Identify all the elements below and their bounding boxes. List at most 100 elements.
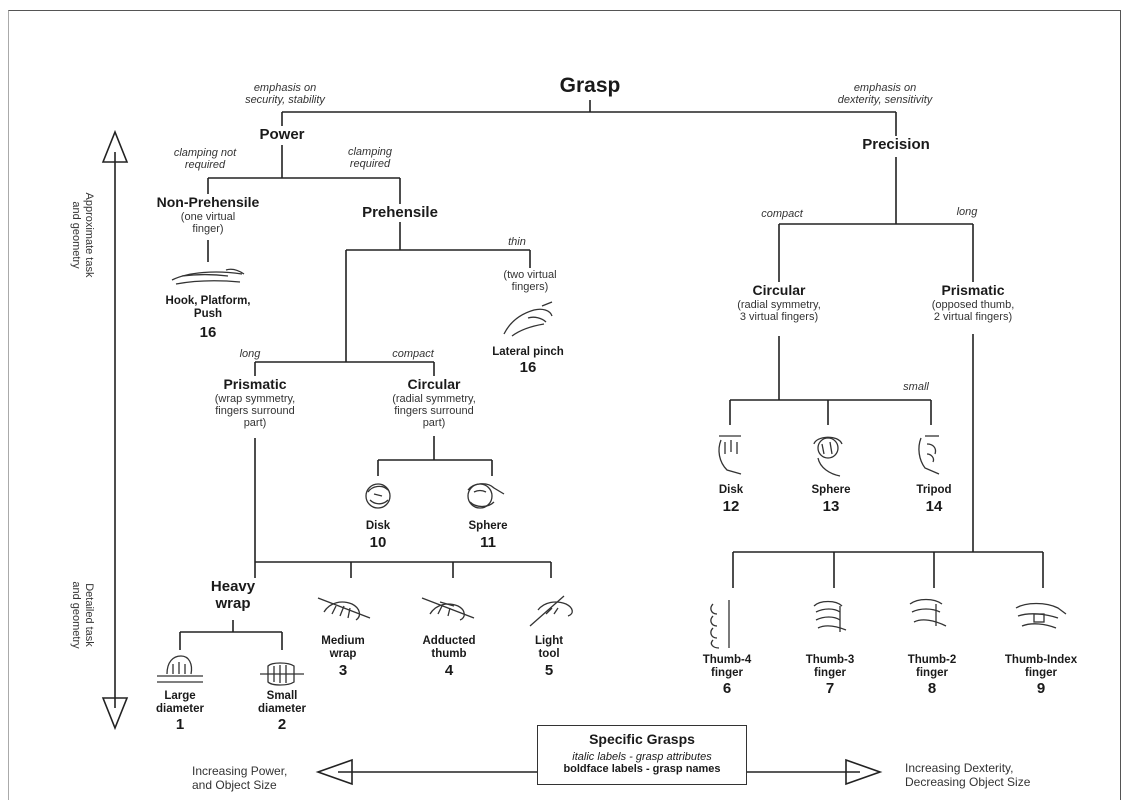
grasp-small-diameter-number: 2 <box>277 716 287 733</box>
grasp-precision-disk-number: 12 <box>722 498 740 515</box>
grasp-power-sphere-name: Sphere <box>468 520 508 532</box>
grasp-medium-wrap-name-line2: wrap <box>329 647 357 660</box>
attr-power-emphasis: emphasis on security, stability <box>245 82 325 107</box>
thumb-4-finger-hand-icon <box>707 596 737 652</box>
node-precision-prismatic-desc-2: 2 virtual fingers) <box>933 310 1013 323</box>
node-precision-title: Precision <box>862 136 930 153</box>
grasp-large-diameter-name-line2: diameter <box>156 702 204 715</box>
attr-precision-emphasis: emphasis on dexterity, sensitivity <box>838 82 933 107</box>
attr-power-emphasis-line2: security, stability <box>245 94 325 107</box>
grasp-thumb-index-finger-name: Thumb-Index finger <box>1005 654 1077 680</box>
light-tool-hand-icon <box>524 592 580 628</box>
attr-clamping-required-line2: required <box>349 158 391 171</box>
grasp-thumb-3-finger-name-line2: finger <box>814 666 846 679</box>
node-power-circular-desc-3: part) <box>422 417 446 430</box>
node-power-prismatic-title: Prismatic <box>223 376 287 392</box>
tripod-hand-icon <box>913 432 947 478</box>
attr-clamping-required-line1: clamping <box>347 146 393 158</box>
grasp-adducted-thumb-name: Adducted thumb <box>422 635 475 661</box>
large-diameter-hand-icon <box>155 652 205 688</box>
grasp-power-disk-name: Disk <box>365 520 391 532</box>
grasp-precision-sphere-number: 13 <box>822 498 840 515</box>
node-power-circular-desc-2: fingers surround <box>394 404 474 417</box>
grasp-root-title: Grasp <box>559 74 621 97</box>
grasp-hook-name: Hook, Platform, Push <box>166 295 251 321</box>
grasp-tripod-number: 14 <box>925 498 943 515</box>
grasp-adducted-thumb-number: 4 <box>444 662 454 679</box>
grasp-light-tool-number: 5 <box>544 662 554 679</box>
horizontal-axis-right-line1: Increasing Dexterity, <box>905 761 1014 775</box>
node-precision-prismatic: Prismatic (opposed thumb, 2 virtual fing… <box>932 282 1015 323</box>
node-heavy-wrap-line2: wrap <box>215 594 251 612</box>
horizontal-axis-left-line1: Increasing Power, <box>192 764 288 778</box>
vertical-axis-bottom-label: Detailed task and geometry <box>65 565 95 665</box>
attr-small: small <box>903 381 929 393</box>
node-precision-circular-desc-2: 3 virtual fingers) <box>739 310 819 323</box>
node-power-prismatic-desc-2: fingers surround <box>215 404 295 417</box>
horizontal-axis-right-label: Increasing Dexterity, Decreasing Object … <box>905 761 1030 790</box>
grasp-thumb-2-finger-name-line2: finger <box>916 666 948 679</box>
grasp-medium-wrap-number: 3 <box>338 662 348 679</box>
grasp-medium-wrap-name-line1: Medium <box>321 635 365 647</box>
grasp-adducted-thumb-name-line1: Adducted <box>422 635 476 647</box>
attr-power-emphasis-line1: emphasis on <box>253 82 317 94</box>
grasp-thumb-3-finger-name-line1: Thumb-3 <box>805 654 855 666</box>
grasp-thumb-2-finger-name-line1: Thumb-2 <box>907 654 957 666</box>
grasp-large-diameter-name: Large diameter <box>156 690 204 716</box>
node-power-prismatic: Prismatic (wrap symmetry, fingers surrou… <box>215 376 295 430</box>
grasp-thumb-4-finger-name: Thumb-4 finger <box>703 654 752 680</box>
node-heavy-wrap: Heavy wrap <box>210 578 256 613</box>
power-disk-hand-icon <box>360 478 396 514</box>
node-nonprehensile: Non-Prehensile (one virtual finger) <box>156 194 260 235</box>
node-nonprehensile-desc-1: (one virtual <box>180 210 236 223</box>
vertical-axis-top-label: Approximate task and geometry <box>65 185 95 285</box>
node-power-circular-title: Circular <box>407 376 461 392</box>
node-two-virtual-fingers-line1: (two virtual <box>503 269 557 281</box>
node-two-virtual-fingers-line2: fingers) <box>511 281 549 294</box>
node-power-circular-desc-1: (radial symmetry, <box>392 392 476 405</box>
node-heavy-wrap-line1: Heavy <box>210 578 256 595</box>
attr-long-precision: long <box>956 206 978 218</box>
grasp-thumb-index-finger-number: 9 <box>1036 680 1046 697</box>
horizontal-axis-left-label: Increasing Power, and Object Size <box>192 764 288 793</box>
grasp-large-diameter-name-line1: Large <box>164 690 196 702</box>
node-precision-circular: Circular (radial symmetry, 3 virtual fin… <box>737 282 821 323</box>
grasp-thumb-index-finger-name-line2: finger <box>1025 666 1057 679</box>
grasp-precision-disk-name: Disk <box>718 484 744 496</box>
node-nonprehensile-desc-2: finger) <box>192 222 224 235</box>
node-nonprehensile-title: Non-Prehensile <box>156 194 260 210</box>
vertical-axis-top-line1: Approximate task <box>83 192 95 278</box>
node-two-virtual-fingers: (two virtual fingers) <box>503 269 556 294</box>
legend-bold-line: boldface labels - grasp names <box>563 763 721 775</box>
thumb-index-finger-hand-icon <box>1012 600 1068 634</box>
grasp-hook-number: 16 <box>199 324 217 341</box>
grasp-power-disk-number: 10 <box>369 534 387 551</box>
attr-precision-emphasis-line2: dexterity, sensitivity <box>837 94 933 107</box>
grasp-thumb-4-finger-name-line1: Thumb-4 <box>702 654 752 666</box>
grasp-lateral-pinch-number: 16 <box>519 359 537 376</box>
grasp-small-diameter-name-line1: Small <box>266 690 298 702</box>
precision-sphere-hand-icon <box>808 432 848 478</box>
grasp-precision-sphere-name: Sphere <box>811 484 851 496</box>
grasp-large-diameter-number: 1 <box>175 716 185 733</box>
grasp-power-sphere-number: 11 <box>480 534 496 551</box>
hook-hand-icon <box>168 262 248 290</box>
thumb-2-finger-hand-icon <box>906 596 950 636</box>
grasp-thumb-3-finger-name: Thumb-3 finger <box>806 654 855 680</box>
small-diameter-hand-icon <box>258 660 306 688</box>
attr-long-power: long <box>239 348 261 360</box>
grasp-hook-name-line2: Push <box>193 307 223 320</box>
node-prehensile-title: Prehensile <box>362 204 438 221</box>
node-precision-prismatic-title: Prismatic <box>941 282 1005 298</box>
adducted-thumb-hand-icon <box>420 592 476 624</box>
grasp-thumb-2-finger-number: 8 <box>927 680 937 697</box>
legend-title: Specific Grasps <box>589 731 695 747</box>
lateral-pinch-hand-icon <box>498 300 558 340</box>
attr-clamping-not-required-line1: clamping not <box>173 147 237 159</box>
diagram-frame <box>8 10 1121 800</box>
legend-box: Specific Grasps italic labels - grasp at… <box>537 725 747 785</box>
grasp-tripod-name: Tripod <box>916 484 952 496</box>
node-precision-circular-desc-1: (radial symmetry, <box>737 298 821 311</box>
grasp-small-diameter-name: Small diameter <box>258 690 306 716</box>
